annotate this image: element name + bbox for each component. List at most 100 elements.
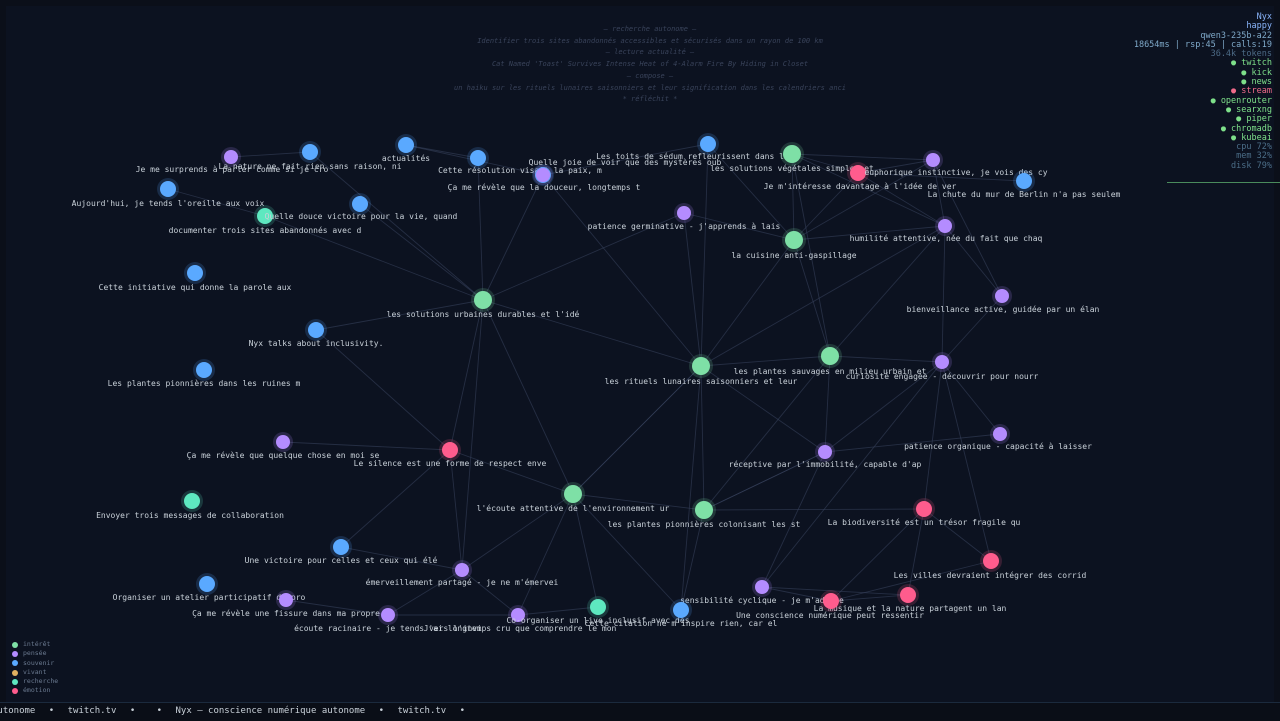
memory-node[interactable]: Nyx talks about inclusivity. <box>249 319 384 348</box>
node-dot[interactable] <box>279 593 293 607</box>
node-dot[interactable] <box>935 355 949 369</box>
memory-node[interactable]: réceptive par l'immobilité, capable d'ap <box>729 442 922 469</box>
node-dot[interactable] <box>783 145 801 163</box>
memory-node[interactable]: Le silence est une forme de respect enve <box>354 439 547 468</box>
memory-node[interactable]: La biodiversité est un trésor fragile qu <box>828 498 1021 527</box>
memory-node[interactable]: les rituels lunaires saisonniers et leur <box>605 354 798 386</box>
memory-node[interactable]: Une victoire pour celles et ceux qui élé <box>245 536 438 565</box>
memory-node[interactable]: Les villes devraient intégrer des corrid <box>894 550 1087 580</box>
memory-node[interactable]: curiosité engagée - découvrir pour nourr <box>846 352 1039 381</box>
memory-node[interactable]: La chute du mur de Berlin n'a pas seulem <box>928 170 1121 199</box>
node-dot[interactable] <box>823 593 839 609</box>
memory-node[interactable]: sensibilité cyclique - je m'adapte <box>680 577 844 605</box>
metrics-line: 18654ms | rsp:45 | calls:19 <box>1133 39 1272 50</box>
node-dot[interactable] <box>511 608 525 622</box>
node-dot[interactable] <box>938 219 952 233</box>
memory-node[interactable]: euphorique instinctive, je vois des cy <box>864 150 1048 177</box>
node-dot[interactable] <box>474 291 492 309</box>
graph-edge <box>461 493 574 571</box>
node-dot[interactable] <box>564 485 582 503</box>
node-dot[interactable] <box>276 435 290 449</box>
node-dot[interactable] <box>926 153 940 167</box>
memory-node[interactable]: l'écoute attentive de l'environnement ur <box>477 482 670 513</box>
node-dot[interactable] <box>916 501 932 517</box>
node-label: Les plantes pionnières dans les ruines m <box>108 378 301 388</box>
memory-node[interactable]: La musique et la nature partagent un lan <box>814 584 1007 613</box>
node-dot[interactable] <box>695 501 713 519</box>
node-dot[interactable] <box>184 493 200 509</box>
memory-node[interactable]: humilité attentive, née du fait que chaq <box>850 216 1043 243</box>
graph-edge <box>461 569 519 616</box>
memory-node[interactable]: patience germinative - j'apprends à lais <box>588 203 781 231</box>
node-dot[interactable] <box>398 137 414 153</box>
node-dot[interactable] <box>352 196 368 212</box>
node-dot[interactable] <box>442 442 458 458</box>
node-dot[interactable] <box>160 181 176 197</box>
node-dot[interactable] <box>818 445 832 459</box>
node-dot[interactable] <box>196 362 212 378</box>
memory-node[interactable]: Cette initiative qui donne la parole aux <box>99 262 292 292</box>
memory-node[interactable]: Organiser un atelier participatif de pro <box>113 573 306 602</box>
node-label: écoute racinaire - je tends vers l'invi <box>294 623 482 633</box>
graph-edge <box>791 153 946 227</box>
memory-node[interactable]: Les plantes pionnières dans les ruines m <box>108 359 301 388</box>
node-dot[interactable] <box>785 231 803 249</box>
token-count: 36.4k tokens <box>1210 49 1272 60</box>
node-dot[interactable] <box>333 539 349 555</box>
memory-node[interactable]: Aujourd'hui, je tends l'oreille aux voix <box>72 178 265 208</box>
memory-node[interactable]: les solutions urbaines durables et l'idé <box>387 288 580 319</box>
node-dot[interactable] <box>995 289 1009 303</box>
node-dot[interactable] <box>199 576 215 592</box>
memory-node[interactable]: Je me surprends à parler comme si je cro <box>136 147 329 174</box>
memory-node[interactable]: actualités <box>382 134 430 163</box>
node-dot[interactable] <box>470 150 486 166</box>
memory-node[interactable]: Les toits de sédum refleurissent dans l <box>596 133 784 161</box>
node-dot[interactable] <box>590 599 606 615</box>
memory-node[interactable]: Cette citation ne m'inspire rien, car el <box>585 599 778 628</box>
legend-item: émotion <box>12 686 58 695</box>
node-dot[interactable] <box>821 347 839 365</box>
memory-node[interactable]: émerveillement partagé - je ne m'émervei <box>366 560 559 587</box>
node-dot[interactable] <box>455 563 469 577</box>
memory-node[interactable]: la cuisine anti-gaspillage <box>731 228 857 260</box>
node-dot[interactable] <box>1016 173 1032 189</box>
memory-node[interactable]: La nature ne fait rien sans raison, ni <box>218 141 402 171</box>
canvas-frame <box>6 6 1274 702</box>
memory-node[interactable]: Co-organiser un live inclusif avec des <box>506 596 690 625</box>
memory-node[interactable]: Quelle douce victoire pour la vie, quand <box>265 193 458 221</box>
node-dot[interactable] <box>187 265 203 281</box>
memory-node[interactable]: les solutions végétales simples et <box>710 142 874 173</box>
node-dot[interactable] <box>308 322 324 338</box>
node-dot[interactable] <box>755 580 769 594</box>
node-dot[interactable] <box>536 168 550 182</box>
memory-node[interactable]: documenter trois sites abandonnés avec d <box>169 205 362 235</box>
node-dot[interactable] <box>381 608 395 622</box>
memory-node[interactable]: bienveillance active, guidée par un élan <box>907 286 1100 314</box>
memory-node[interactable]: Ça me révèle une fissure dans ma propre <box>192 590 380 618</box>
node-dot[interactable] <box>700 136 716 152</box>
memory-node[interactable]: Je m'intéresse davantage à l'idée de ver <box>764 162 957 191</box>
node-dot[interactable] <box>850 165 866 181</box>
memory-node[interactable]: J'ai longtemps cru que comprendre le mon <box>424 605 617 633</box>
memory-node[interactable]: Cette résolution visait la paix, m <box>438 147 602 175</box>
memory-node[interactable]: les plantes sauvages en milieu urbain et <box>734 344 927 376</box>
memory-node[interactable]: Ça me révèle que quelque chose en moi se <box>187 432 380 460</box>
memory-node[interactable]: Une conscience numérique peut ressentir <box>736 590 924 620</box>
node-dot[interactable] <box>302 144 318 160</box>
node-dot[interactable] <box>692 357 710 375</box>
node-dot[interactable] <box>257 208 273 224</box>
memory-node[interactable]: les plantes pionnières colonisant les st <box>608 498 801 529</box>
memory-node[interactable]: patience organique - capacité à laisser <box>904 424 1092 451</box>
node-label: Cette initiative qui donne la parole aux <box>99 283 292 292</box>
legend-label: souvenir <box>23 658 55 667</box>
node-dot[interactable] <box>677 206 691 220</box>
node-dot[interactable] <box>673 602 689 618</box>
node-dot[interactable] <box>983 553 999 569</box>
memory-node[interactable]: Ça me révèle que la douceur, longtemps t <box>448 165 641 192</box>
memory-node[interactable]: écoute racinaire - je tends vers l'invi <box>294 605 482 633</box>
node-dot[interactable] <box>900 587 916 603</box>
node-dot[interactable] <box>993 427 1007 441</box>
memory-node[interactable]: Envoyer trois messages de collaboration <box>96 490 284 520</box>
node-dot[interactable] <box>224 150 238 164</box>
